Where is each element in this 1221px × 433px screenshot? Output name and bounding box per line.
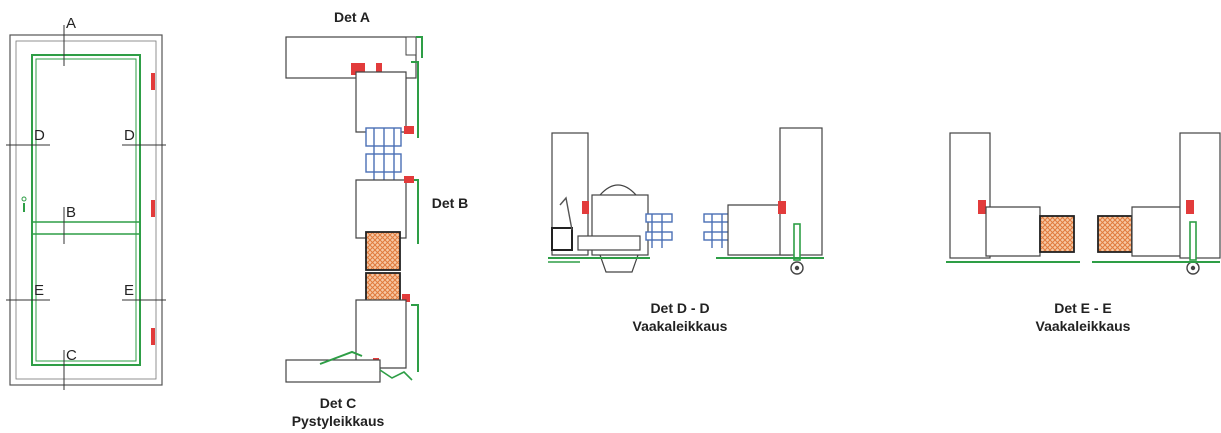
glazing-unit-dd-left	[645, 213, 673, 248]
det-dd-subtitle: Vaakaleikkaus	[633, 318, 728, 334]
det-dd-title: Det D - D	[650, 300, 709, 316]
det-a-title: Det A	[334, 9, 370, 25]
section-marker-d-left: D	[34, 127, 45, 144]
det-ee-title: Det E - E	[1054, 300, 1112, 316]
det-ee-subtitle: Vaakaleikkaus	[1036, 318, 1131, 334]
section-marker-c: C	[66, 347, 77, 364]
section-marker-b: B	[66, 204, 76, 221]
horizontal-section-dd	[548, 127, 824, 275]
door-elevation: A D D B E E C	[6, 15, 166, 390]
section-marker-e-left: E	[34, 282, 44, 299]
glazing-unit-upper	[365, 127, 402, 182]
section-marker-a: A	[66, 15, 76, 32]
det-c-subtitle: Pystyleikkaus	[292, 413, 385, 429]
det-b-title: Det B	[432, 195, 469, 211]
section-marker-e-right: E	[124, 282, 134, 299]
horizontal-section-ee	[946, 132, 1221, 275]
glazing-unit-dd-right	[703, 213, 731, 248]
det-c-title: Det C	[320, 395, 357, 411]
door-handle-icon	[21, 196, 27, 212]
vertical-section	[285, 36, 423, 383]
section-marker-d-right: D	[124, 127, 135, 144]
